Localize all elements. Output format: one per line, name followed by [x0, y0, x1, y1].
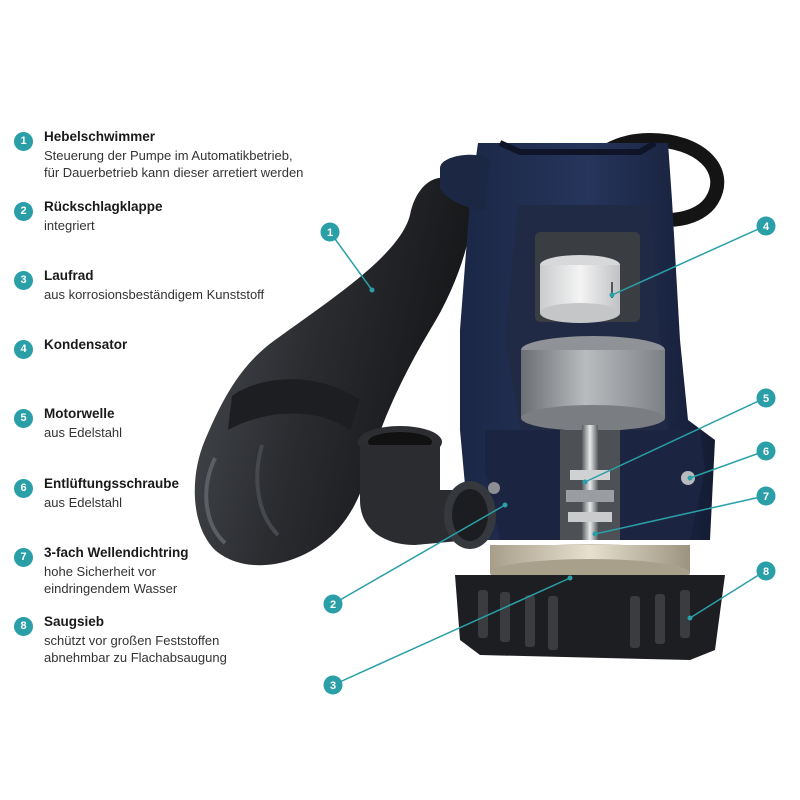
float-switch: [194, 177, 473, 566]
callout-line-1: [329, 231, 373, 291]
callout-dots: [369, 287, 693, 621]
svg-text:5: 5: [763, 393, 769, 405]
svg-text:2: 2: [330, 599, 336, 611]
callout-line-2: [332, 504, 506, 605]
legend-number-badge: 4: [14, 340, 33, 359]
svg-text:1: 1: [327, 227, 333, 239]
callout-line-8: [689, 570, 766, 619]
svg-text:8: 8: [763, 566, 769, 578]
legend-number-badge: 2: [14, 202, 33, 221]
legend-number-badge: 5: [14, 409, 33, 428]
legend-number-badge: 1: [14, 132, 33, 151]
callout-badge-8: 8: [756, 561, 776, 581]
legend-title: 3-fach Wellendichtring: [44, 545, 189, 560]
legend-description: aus korrosionsbeständigem Kunststoff: [44, 287, 265, 302]
callout-lines: [329, 225, 766, 686]
callout-badge-3: 3: [323, 675, 343, 695]
legend-title: Laufrad: [44, 268, 94, 283]
legend-title: Kondensator: [44, 337, 128, 352]
callout-line-6: [689, 450, 766, 479]
discharge-outlet: [358, 426, 500, 549]
legend-number-badge: 6: [14, 479, 33, 498]
legend-description: integriert: [44, 218, 95, 233]
callout-badge-7: 7: [756, 486, 776, 506]
svg-text:7: 7: [763, 491, 769, 503]
legend-description: aus Edelstahl: [44, 495, 123, 510]
motor: [521, 336, 665, 431]
shaft-seal-section: [485, 425, 705, 540]
svg-text:3: 3: [330, 680, 336, 692]
callout-badge-6: 6: [756, 441, 776, 461]
legend-number-badge: 3: [14, 271, 33, 290]
callout-badge-2: 2: [323, 594, 343, 614]
callout-line-3: [332, 577, 571, 686]
legend-description: hohe Sicherheit vor eindringendem Wasser: [44, 564, 178, 596]
legend-title: Hebelschwimmer: [44, 129, 156, 144]
callout-badge-4: 4: [756, 216, 776, 236]
legend-title: Entlüftungsschraube: [44, 476, 180, 491]
legend-number-badge: 8: [14, 617, 33, 636]
legend-title: Saugsieb: [44, 614, 105, 629]
legend-title: Motorwelle: [44, 406, 115, 421]
legend-title: Rückschlagklappe: [44, 199, 163, 214]
svg-text:6: 6: [763, 446, 769, 458]
callout-line-7: [594, 495, 766, 535]
capacitor: [535, 232, 640, 323]
callout-line-4: [611, 225, 766, 296]
callout-badge-5: 5: [756, 388, 776, 408]
legend-description: schützt vor großen Feststoffen abnehmbar…: [44, 633, 227, 665]
svg-text:4: 4: [763, 221, 770, 233]
callout-line-5: [584, 397, 766, 483]
suction-strainer: [455, 575, 725, 660]
legend-description: Steuerung der Pumpe im Automatikbetrieb,…: [44, 148, 304, 180]
legend-number-badge: 7: [14, 548, 33, 567]
callout-badge-1: 1: [320, 222, 340, 242]
legend-description: aus Edelstahl: [44, 425, 123, 440]
